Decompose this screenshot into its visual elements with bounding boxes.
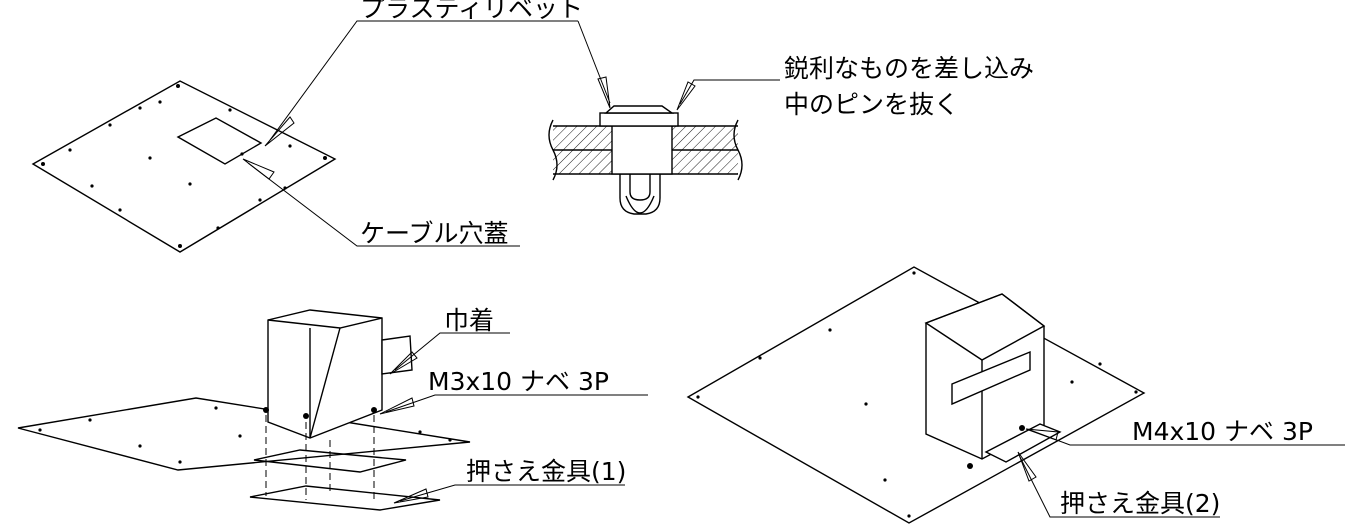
bracket-1-label: 押さえ金具(1) bbox=[466, 457, 626, 486]
top-plate-view bbox=[31, 20, 578, 253]
bag-assembly-view bbox=[17, 309, 648, 511]
rivet-cross-section bbox=[548, 20, 780, 215]
bracket-2-label: 押さえ金具(2) bbox=[1060, 489, 1220, 518]
plastic-rivet-label: プラスティリベット bbox=[360, 0, 583, 23]
screw-m3-label: M3x10 ナベ 3P bbox=[428, 367, 609, 396]
drawstring-label: 巾着 bbox=[444, 306, 494, 335]
bracket-2-part bbox=[984, 423, 1062, 463]
screw-m4-label: M4x10 ナベ 3P bbox=[1132, 417, 1313, 446]
rivet-instruction-line-2: 中のピンを抜く bbox=[784, 90, 959, 119]
drawstring-pouch bbox=[381, 335, 413, 375]
installed-view bbox=[686, 266, 1345, 524]
cable-hole-cover-label: ケーブル穴蓋 bbox=[360, 219, 509, 248]
cable-hole-cover-panel bbox=[176, 117, 263, 165]
drawstring-strap bbox=[951, 350, 1031, 406]
rivet-instruction-line-1: 鋭利なものを差し込み bbox=[784, 54, 1034, 83]
